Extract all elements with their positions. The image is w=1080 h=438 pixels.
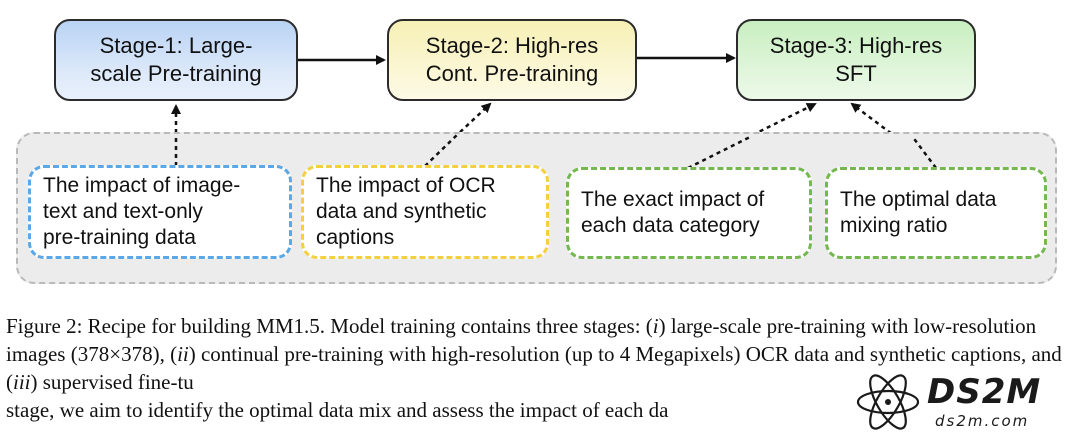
stage-3-box: Stage-3: High-res SFT [736, 19, 976, 101]
caption-part3: ) supervised fine-tu [30, 370, 194, 394]
stage-1-box: Stage-1: Large- scale Pre-training [54, 19, 298, 101]
question-data-mixing-ratio: The optimal data mixing ratio [825, 167, 1047, 259]
caption-part2: ) continual pre-training with high-resol… [6, 342, 1062, 394]
caption-part1: ) large-scale pre-training with low-reso… [6, 314, 1037, 366]
caption-line4: stage, we aim to identify the optimal da… [6, 398, 669, 422]
caption-roman-ii: ii [177, 342, 189, 366]
question-image-text-pretraining: The impact of image- text and text-only … [28, 165, 292, 259]
stage-2-box: Stage-2: High-res Cont. Pre-training [387, 19, 637, 101]
caption-roman-i: i [652, 314, 659, 338]
caption-prefix: Figure 2: Recipe for building MM1.5. Mod… [6, 314, 653, 338]
caption-roman-iii: iii [13, 370, 31, 394]
watermark-logo-text: DS2M [923, 372, 1046, 412]
figure-caption: Figure 2: Recipe for building MM1.5. Mod… [6, 312, 1076, 424]
question-ocr-synthetic-captions: The impact of OCR data and synthetic cap… [301, 165, 549, 259]
arrow-q2-to-stage2 [424, 102, 492, 166]
atom-logo-icon [856, 374, 920, 430]
watermark-site-text: ds2m.com [935, 412, 1030, 430]
question-data-category-impact: The exact impact of each data category [566, 167, 812, 259]
